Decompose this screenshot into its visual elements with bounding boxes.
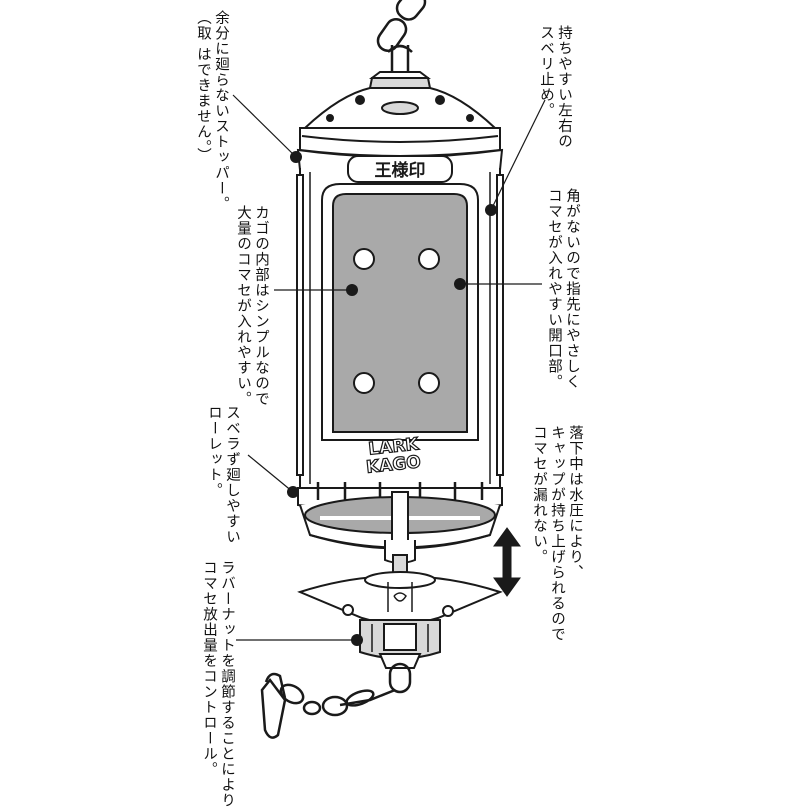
- brand-mark-text: 王様印: [375, 160, 426, 181]
- leader-dots: [287, 151, 497, 646]
- label-inner: カゴの内部はシンプルなので 大量のコマセが入れやすい。: [234, 205, 270, 407]
- label-stopper-line1: 余分に廻らないストッパー。: [213, 10, 229, 212]
- label-grip-line2: スベリ止め。: [538, 25, 554, 118]
- label-cap-line3: コマセが漏れない。: [531, 425, 547, 565]
- label-cap: 落下中は水圧により、 キャップが持ち上げられるので コマセが漏れない。: [530, 425, 584, 655]
- brand-plate: 王様印: [347, 155, 453, 183]
- label-opening-line1: 角がないので指先にやさしく: [564, 188, 580, 390]
- label-rubber-line2: コマセ放出量をコントロール。: [201, 560, 217, 777]
- opening-window: [321, 183, 479, 441]
- label-opening: 角がないので指先にやさしく コマセが入れやすい開口部。: [545, 188, 581, 390]
- label-cap-line2: キャップが持ち上げられるので: [549, 425, 565, 642]
- leader-lines: [232, 94, 546, 641]
- label-cap-line1: 落下中は水圧により、: [567, 425, 583, 580]
- label-stopper: 余分に廻らないストッパー。 （取 はできません。）: [194, 10, 230, 212]
- movement-arrow: [493, 527, 521, 597]
- label-inner-line2: 大量のコマセが入れやすい。: [235, 205, 251, 407]
- bottom-cap: [297, 571, 503, 625]
- label-rubber-line1: ラバーナットを調節することにより: [219, 560, 235, 808]
- knurl-ring: [297, 482, 503, 564]
- lark-kago-logo: LARK KAGO: [365, 434, 423, 479]
- label-opening-line2: コマセが入れやすい開口部。: [546, 188, 562, 390]
- label-grip: 持ちやすい左右の スベリ止め。: [537, 25, 573, 185]
- label-knurl: スベラず廻しやすい ローレット。: [205, 405, 241, 575]
- label-knurl-line1: スベラず廻しやすい: [224, 405, 240, 545]
- top-chain: [376, 0, 427, 75]
- label-inner-line1: カゴの内部はシンプルなので: [253, 205, 269, 407]
- label-stopper-line2: （取 はできません。）: [195, 10, 211, 164]
- rubber-nut: [359, 619, 441, 669]
- label-rubber: ラバーナットを調節することにより コマセ放出量をコントロール。: [200, 560, 236, 808]
- label-grip-line1: 持ちやすい左右の: [556, 25, 572, 149]
- bottom-chain: [260, 662, 412, 739]
- label-knurl-line2: ローレット。: [206, 405, 222, 498]
